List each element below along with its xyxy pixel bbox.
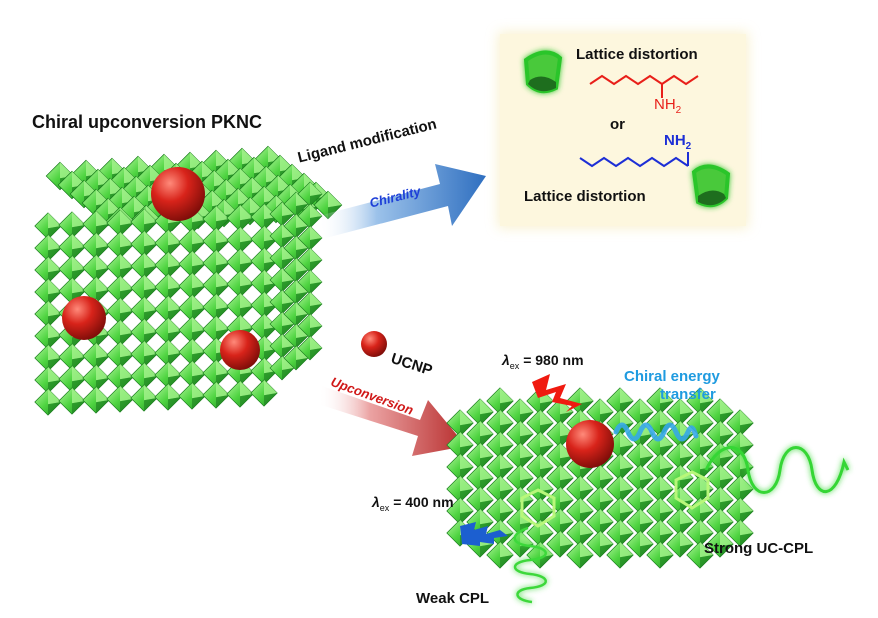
lambda-980-label: λex = 980 nm xyxy=(502,352,584,371)
chiral-cone-icon-bottom xyxy=(691,164,731,208)
lattice-distortion-bottom-label: Lattice distortion xyxy=(524,188,646,205)
amine-blue-label: NH2 xyxy=(664,132,691,152)
pknc-octahedron xyxy=(250,379,278,407)
chiral-energy-transfer-label-2: transfer xyxy=(660,386,716,403)
pknc-octahedron xyxy=(58,387,86,415)
pknc-octahedron xyxy=(154,383,182,411)
lambda-400-symbol: λ xyxy=(372,494,380,510)
ucnp-sphere-left xyxy=(62,296,106,340)
lattice-distortion-top-label: Lattice distortion xyxy=(576,46,698,63)
amine-red-sub: 2 xyxy=(675,105,682,116)
pknc-octahedron xyxy=(202,381,230,409)
pknc-octahedron xyxy=(82,386,110,414)
chirality-arrow xyxy=(318,164,486,238)
pknc-octahedron xyxy=(34,388,62,416)
amine-red-nh: NH xyxy=(654,96,676,113)
amine-blue-sub: 2 xyxy=(685,141,692,152)
lambda-980-value: = 980 nm xyxy=(519,352,584,368)
pknc-octahedron xyxy=(106,385,134,413)
amine-blue-nh: NH xyxy=(664,132,686,149)
chiral-energy-transfer-label-1: Chiral energy xyxy=(624,368,720,385)
highlight-octahedron-left xyxy=(520,488,556,528)
weak-cpl-label: Weak CPL xyxy=(416,590,490,607)
lambda-400-sub: ex xyxy=(379,502,390,513)
chiral-amine-red xyxy=(589,74,699,86)
pknc-octahedron xyxy=(130,384,158,412)
upconversion-arrow xyxy=(318,386,466,456)
strong-uc-cpl-label: Strong UC-CPL xyxy=(704,540,814,557)
pknc-octahedron xyxy=(226,380,254,408)
lambda-400-value: = 400 nm xyxy=(389,494,454,510)
or-label: or xyxy=(610,116,625,133)
lambda-400-label: λex = 400 nm xyxy=(372,494,454,513)
ucnp-sphere-lattice xyxy=(566,420,614,468)
pknc-octahedron xyxy=(178,382,206,410)
blue-lightning-icon xyxy=(460,522,508,546)
highlight-octahedron-right xyxy=(674,470,710,510)
ucnp-sphere xyxy=(361,331,387,357)
weak-cpl-helix xyxy=(513,526,547,604)
amine-red-label: NH2 xyxy=(654,96,681,116)
chiral-energy-transfer-helix xyxy=(613,422,699,442)
ucnp-sphere-top xyxy=(151,167,205,221)
amine-blue xyxy=(579,156,689,168)
red-lightning-icon xyxy=(532,374,582,412)
strong-cpl-helix xyxy=(704,446,850,494)
lambda-980-sub: ex xyxy=(509,360,520,371)
lambda-980-symbol: λ xyxy=(502,352,510,368)
ucnp-sphere-right xyxy=(220,330,260,370)
chiral-cone-icon-top xyxy=(523,50,563,94)
diagram-title: Chiral upconversion PKNC xyxy=(32,112,263,132)
